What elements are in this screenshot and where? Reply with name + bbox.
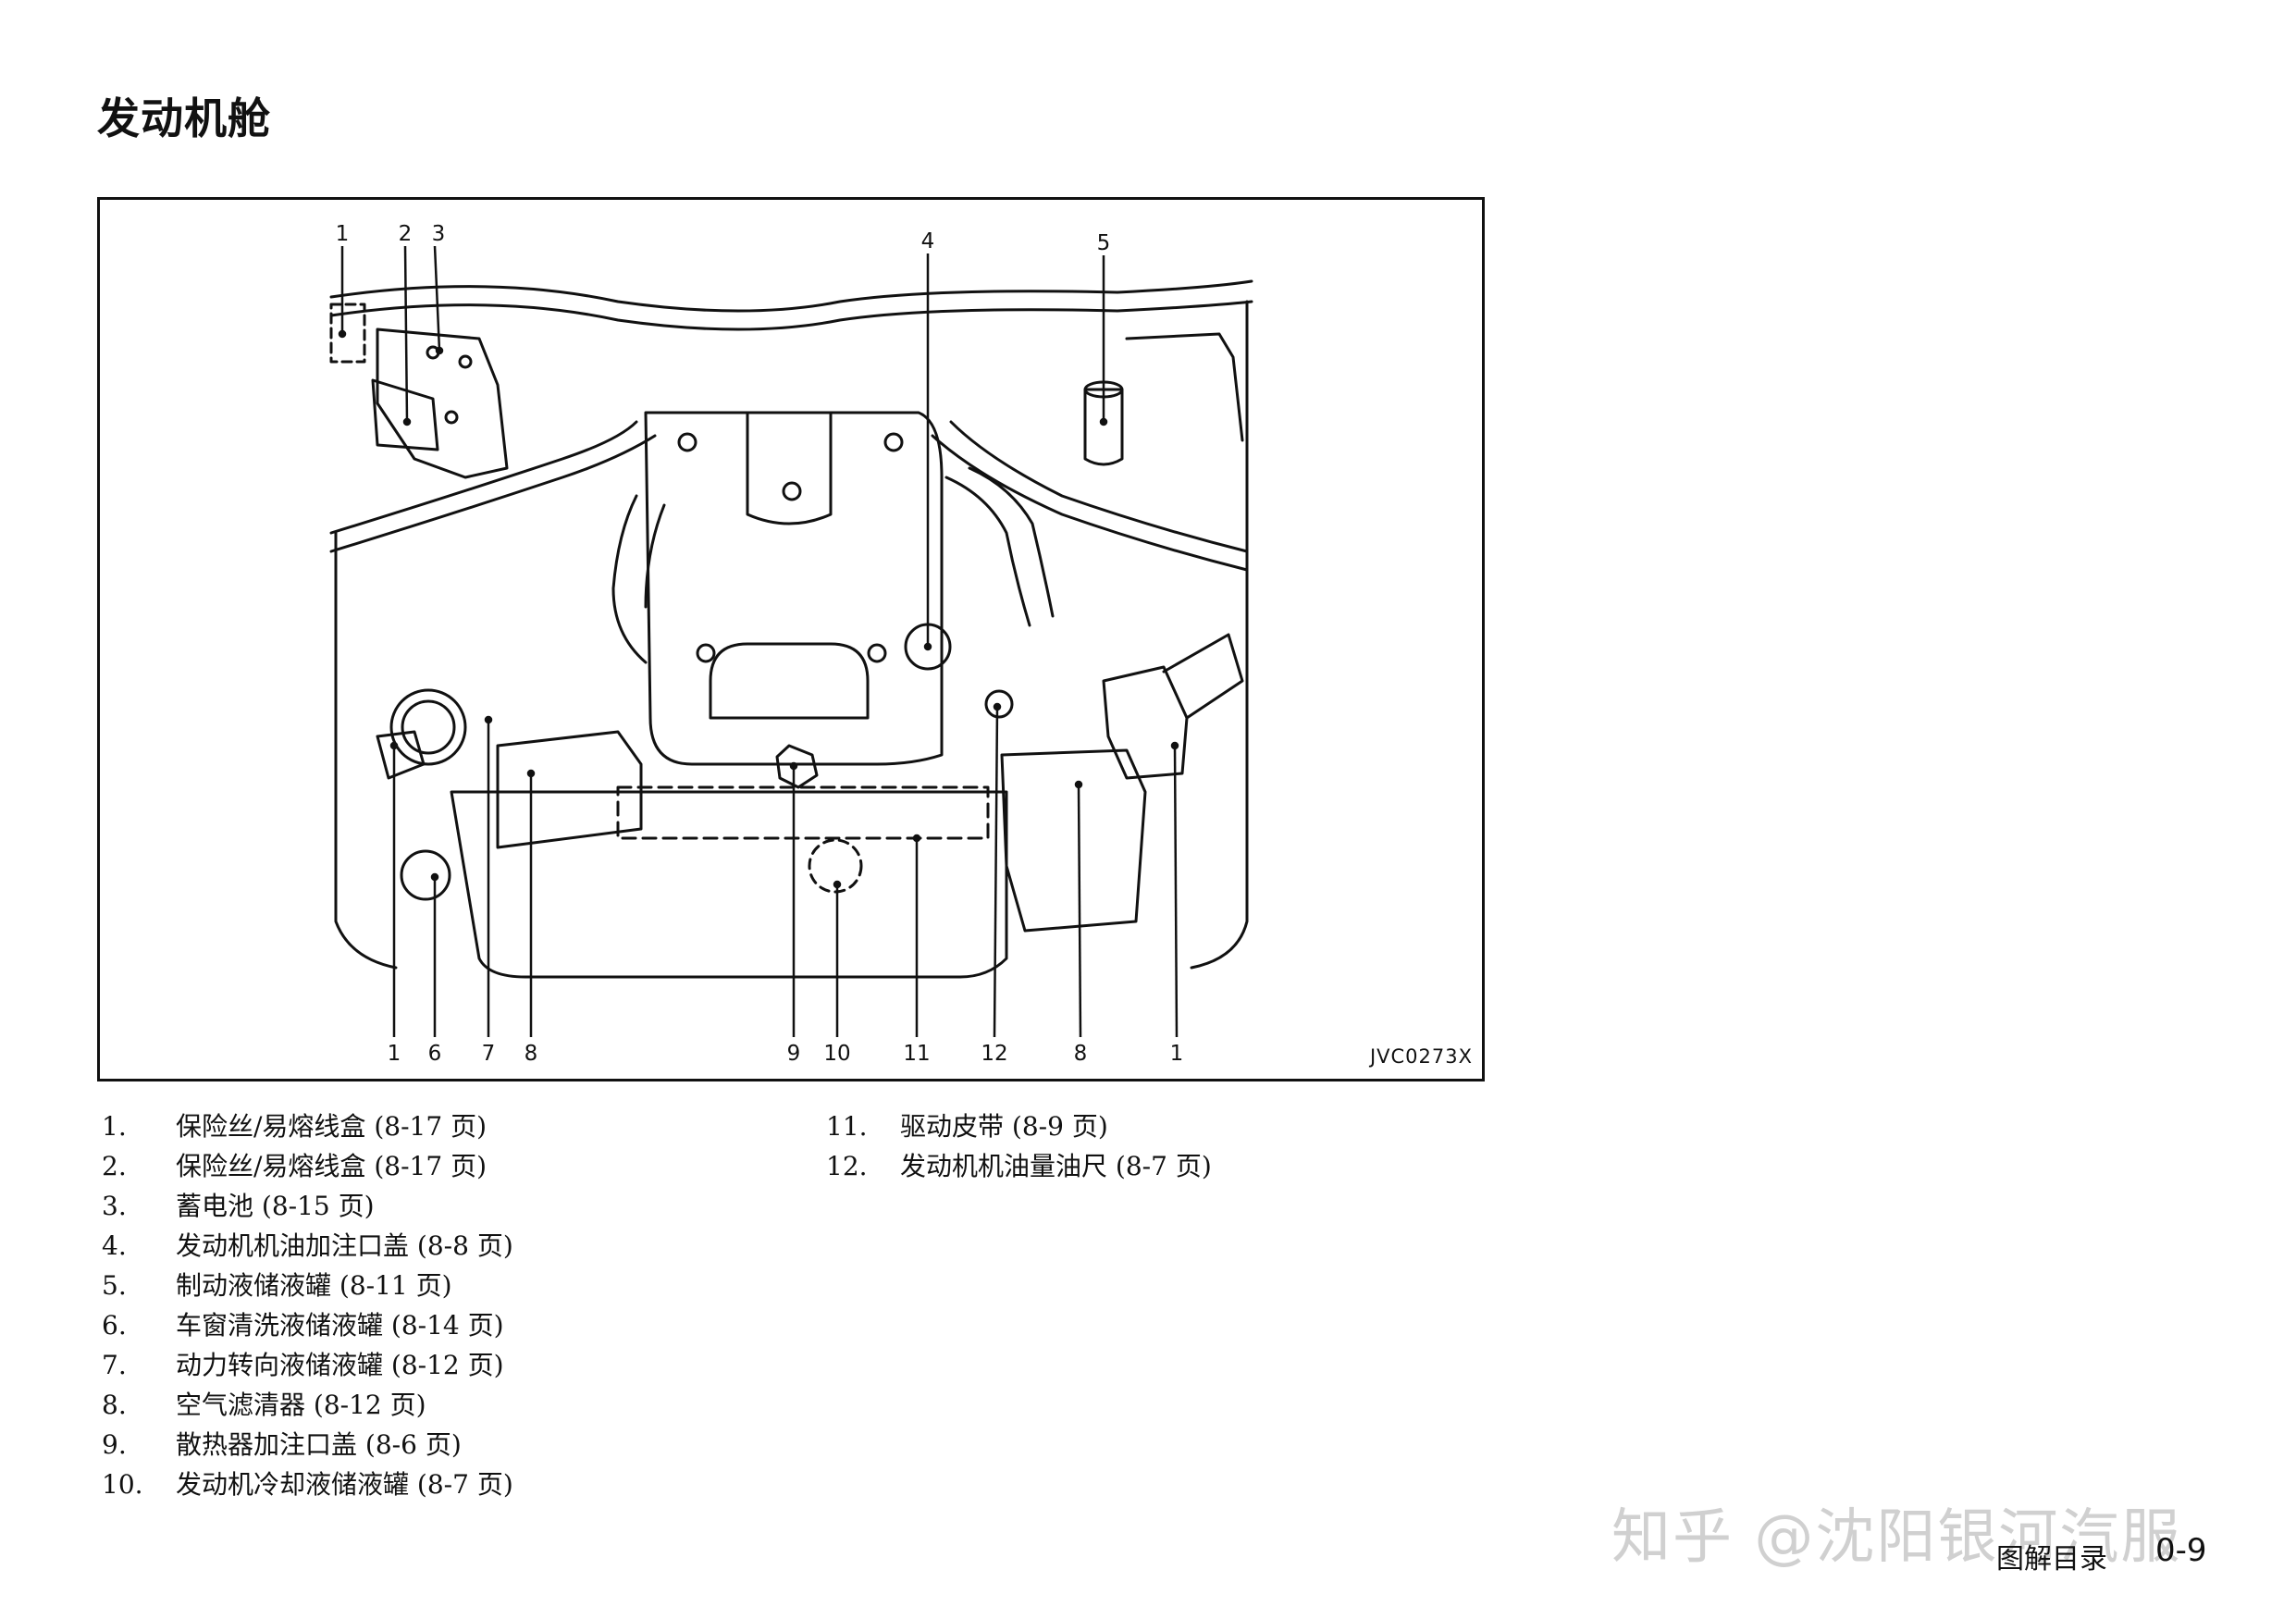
callout-bottom-8-right: 8 <box>1074 1042 1088 1066</box>
legend-item: 2.保险丝/易熔线盒 (8-17 页) <box>102 1151 487 1181</box>
callout-bottom-11: 11 <box>903 1042 930 1066</box>
callout-bottom-9: 9 <box>787 1042 801 1066</box>
page-title: 发动机舱 <box>97 93 271 143</box>
callout-bottom-12: 12 <box>981 1042 1007 1066</box>
footer-section-title: 图解目录 <box>1996 1543 2107 1576</box>
legend-right-column: 11.驱动皮带 (8-9 页) 12.发动机机油量油尺 (8-7 页) <box>826 1106 1212 1186</box>
legend-item: 4.发动机机油加注口盖 (8-8 页) <box>102 1230 513 1261</box>
legend-item: 6.车窗清洗液储液罐 (8-14 页) <box>102 1310 504 1341</box>
callout-layer: 1 2 3 4 5 1 6 7 8 9 10 11 12 8 1 <box>336 222 1184 1066</box>
legend-item: 12.发动机机油量油尺 (8-7 页) <box>826 1151 1212 1181</box>
legend-item: 8.空气滤清器 (8-12 页) <box>102 1390 426 1420</box>
leader-line-8-right <box>1077 784 1082 1038</box>
legend-item: 7.动力转向液储液罐 (8-12 页) <box>102 1350 504 1380</box>
leader-line-2 <box>403 245 409 423</box>
callout-top-3: 3 <box>432 222 446 246</box>
legend-left-column: 1.保险丝/易熔线盒 (8-17 页) 2.保险丝/易熔线盒 (8-17 页) … <box>102 1106 513 1504</box>
watermark: 知乎 @沈阳银河汽服 <box>1611 1503 2182 1572</box>
legend-item: 10.发动机冷却液储液罐 (8-7 页) <box>102 1469 513 1500</box>
legend-item: 11.驱动皮带 (8-9 页) <box>826 1111 1108 1142</box>
legend-item: 5.制动液储液罐 (8-11 页) <box>102 1270 452 1301</box>
legend-item: 1.保险丝/易熔线盒 (8-17 页) <box>102 1111 487 1142</box>
callout-bottom-1: 1 <box>388 1042 401 1066</box>
engine-bay-figure: 1 2 3 4 5 1 6 7 8 9 10 11 12 8 1 JVC0273… <box>97 197 1485 1081</box>
callout-top-2: 2 <box>399 222 413 246</box>
leader-line-1-right <box>1173 745 1179 1038</box>
callout-bottom-8: 8 <box>525 1042 538 1066</box>
engine-bay-illustration <box>329 279 1253 979</box>
legend-item: 3.蓄电池 (8-15 页) <box>102 1191 375 1221</box>
callout-top-4: 4 <box>921 229 935 253</box>
callout-bottom-6: 6 <box>428 1042 442 1066</box>
page-number: 0-9 <box>2155 1532 2207 1569</box>
callout-top-1: 1 <box>336 222 350 246</box>
leader-line-12 <box>993 706 999 1038</box>
callout-bottom-7: 7 <box>482 1042 496 1066</box>
figure-code: JVC0273X <box>1369 1045 1473 1068</box>
leader-line-3 <box>433 245 441 352</box>
callout-bottom-10: 10 <box>823 1042 850 1066</box>
callout-bottom-1-right: 1 <box>1170 1042 1184 1066</box>
callout-top-5: 5 <box>1097 231 1111 255</box>
legend-item: 9.散热器加注口盖 (8-6 页) <box>102 1429 462 1460</box>
